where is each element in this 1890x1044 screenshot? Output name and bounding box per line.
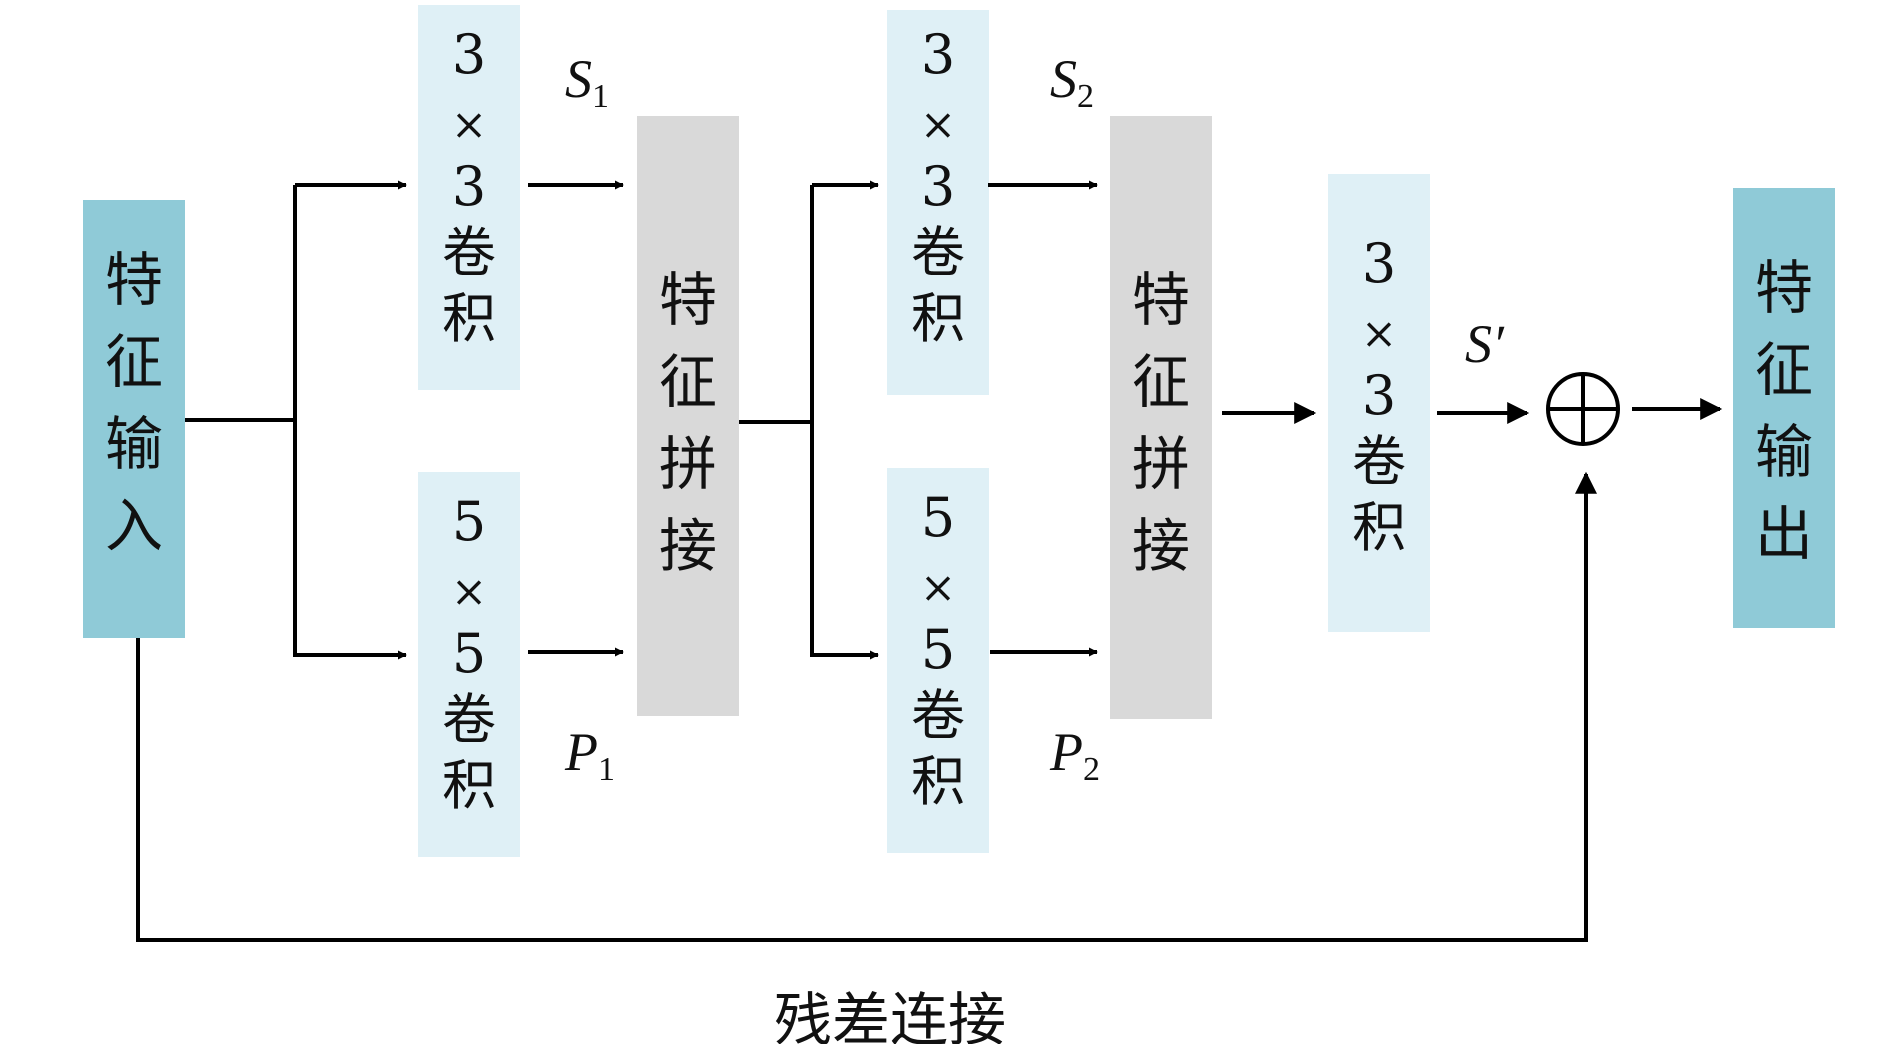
concat-2-char: 接 [1132,512,1190,580]
conv-a1-char: 3 [452,23,486,86]
conv-a2-char: 5 [452,622,486,685]
conv-a2-char: × [451,567,487,617]
concat-1-char: 征 [659,348,717,416]
concat-1-char: 拼 [659,430,717,498]
conv-b1-char: 卷 [911,221,965,284]
conv-b2-char: 积 [911,750,965,813]
concat-1-char: 特 [659,266,717,334]
label-s-prime: S′ [1465,314,1505,374]
output-char: 征 [1755,336,1813,404]
conv-3x3-final-box [1328,174,1430,632]
conv-a2-char: 积 [442,754,496,817]
circled-plus-icon [1546,372,1620,446]
conv-final-char: 3 [1362,364,1396,427]
conv-a1-char: 积 [442,287,496,350]
conv-final-char: 3 [1362,232,1396,295]
residual-connection-line [136,471,1597,942]
conv-b1-char: 3 [921,23,955,86]
conv-5x5-box-2 [887,468,989,853]
conv-b2-char: 5 [921,618,955,681]
concat-box-2 [1110,116,1212,719]
output-char: 输 [1755,418,1813,486]
input-box [83,200,185,638]
conv-a2-char: 5 [452,490,486,553]
concat-2-char: 征 [1132,348,1190,416]
input-char: 输 [105,410,163,478]
conv-b2-char: 卷 [911,684,965,747]
label-p1: P1 [564,722,615,788]
conv-a1-char: 卷 [442,221,496,284]
conv-final-char: 积 [1352,496,1406,559]
conv-b1-char: 积 [911,287,965,350]
concat-box-1 [637,116,739,716]
input-char: 征 [105,328,163,396]
conv-a1-char: 3 [452,155,486,218]
conv-b2-char: × [920,563,956,613]
output-char: 出 [1755,500,1813,568]
conv-final-char: × [1361,309,1397,359]
input-char: 特 [105,246,163,314]
conv-a2-char: 卷 [442,688,496,751]
conv-3x3-box-2 [887,10,989,395]
output-box [1733,188,1835,628]
conv-final-char: 卷 [1352,430,1406,493]
residual-connection-caption: 残差连接 [774,986,1006,1044]
concat-2-char: 特 [1132,266,1190,334]
input-char: 入 [105,492,163,560]
output-char: 特 [1755,254,1813,322]
conv-b2-char: 5 [921,486,955,549]
conv-a1-char: × [451,100,487,150]
conv-5x5-box-1 [418,472,520,857]
concat-2-char: 拼 [1132,430,1190,498]
label-s1: S1 [565,49,609,115]
label-p2: P2 [1049,722,1100,788]
concat-1-char: 接 [659,512,717,580]
conv-b1-char: 3 [921,155,955,218]
conv-b1-char: × [920,100,956,150]
label-s2: S2 [1050,49,1094,115]
conv-3x3-box-1 [418,5,520,390]
